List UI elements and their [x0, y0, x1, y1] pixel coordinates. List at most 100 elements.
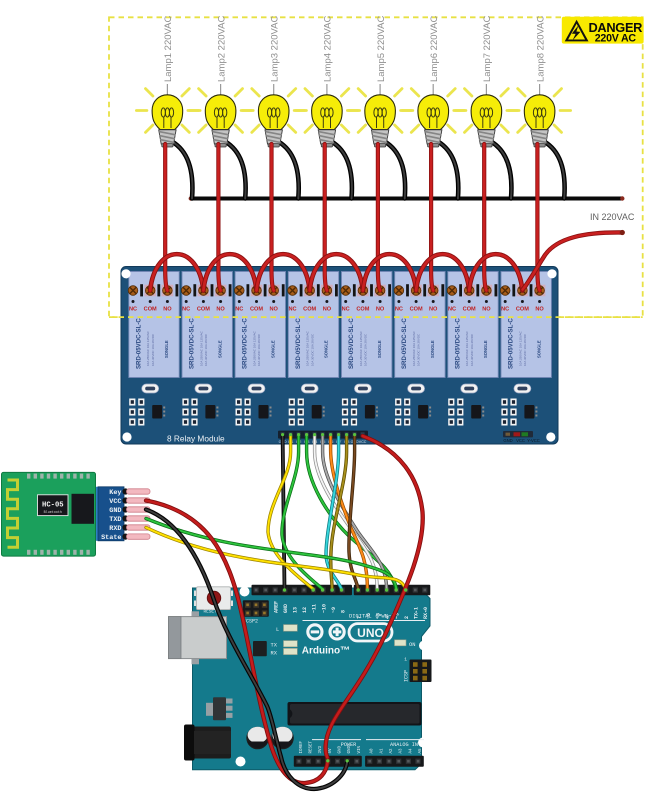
svg-text:10A 30VDC 10A 28VDC: 10A 30VDC 10A 28VDC — [364, 333, 368, 366]
svg-text:A3: A3 — [400, 748, 404, 754]
svg-text:COM: COM — [410, 307, 423, 313]
svg-text:SRD-05VDC-SL-C: SRD-05VDC-SL-C — [135, 318, 142, 369]
svg-text:10A 30VDC 10A 28VDC: 10A 30VDC 10A 28VDC — [523, 333, 527, 366]
svg-text:GND: GND — [348, 745, 352, 753]
svg-text:A4: A4 — [409, 748, 413, 754]
svg-text:VIN: VIN — [358, 745, 362, 753]
svg-text:Y-VCC: Y-VCC — [527, 438, 540, 443]
svg-text:TX: TX — [271, 643, 278, 649]
svg-text:NO: NO — [216, 307, 225, 313]
svg-text:10A 250VAC 10A 125VAC: 10A 250VAC 10A 125VAC — [465, 330, 469, 366]
svg-text:NO: NO — [376, 307, 385, 313]
svg-text:SONGLE: SONGLE — [536, 340, 541, 358]
svg-text:COM: COM — [144, 307, 157, 313]
svg-text:10A 30VDC 10A 28VDC: 10A 30VDC 10A 28VDC — [417, 333, 421, 366]
svg-text:10A 250VAC 10A 125VAC: 10A 250VAC 10A 125VAC — [412, 330, 416, 366]
svg-text:SONGLE: SONGLE — [324, 340, 329, 358]
svg-text:10A 30VDC 10A 28VDC: 10A 30VDC 10A 28VDC — [204, 333, 208, 366]
svg-text:SONGLE: SONGLE — [430, 340, 435, 358]
svg-text:VCC: VCC — [516, 438, 525, 443]
svg-text:SONGLE: SONGLE — [271, 340, 276, 358]
svg-text:COM: COM — [356, 307, 369, 313]
svg-text:NC: NC — [288, 307, 296, 313]
svg-text:IOREF: IOREF — [300, 740, 304, 753]
svg-text:DIGITAL (PWM~): DIGITAL (PWM~) — [349, 614, 394, 620]
svg-text:NO: NO — [429, 307, 438, 313]
svg-text:ON: ON — [409, 642, 415, 648]
svg-text:SONGLE: SONGLE — [164, 340, 169, 358]
svg-text:NC: NC — [129, 307, 137, 313]
svg-text:SRD-05VDC-SL-C: SRD-05VDC-SL-C — [454, 318, 461, 369]
svg-text:220V AC: 220V AC — [595, 33, 637, 45]
svg-text:A0: A0 — [371, 748, 375, 754]
svg-text:GND: GND — [283, 604, 289, 613]
svg-text:NC: NC — [182, 307, 190, 313]
svg-text:10A 30VDC 10A 28VDC: 10A 30VDC 10A 28VDC — [151, 333, 155, 366]
svg-text:NC: NC — [448, 307, 456, 313]
svg-text:AREF: AREF — [273, 601, 279, 613]
svg-text:NO: NO — [163, 307, 172, 313]
svg-text:NC: NC — [501, 307, 509, 313]
svg-text:COM: COM — [516, 307, 529, 313]
svg-text:10A 250VAC 10A 125VAC: 10A 250VAC 10A 125VAC — [199, 330, 203, 366]
svg-text:Lamp5 220VAC: Lamp5 220VAC — [376, 15, 387, 82]
svg-text:NO: NO — [535, 307, 544, 313]
svg-text:Arduino™: Arduino™ — [302, 645, 350, 656]
svg-text:RESET: RESET — [204, 610, 218, 615]
svg-text:RXD: RXD — [109, 525, 121, 533]
svg-text:5V: 5V — [329, 748, 333, 754]
svg-text:SONGLE: SONGLE — [217, 340, 222, 358]
svg-text:1: 1 — [404, 657, 407, 663]
svg-text:Lamp2 220VAC: Lamp2 220VAC — [216, 15, 227, 82]
svg-text:SRD-05VDC-SL-C: SRD-05VDC-SL-C — [295, 318, 302, 369]
svg-text:Lamp1 220VAC: Lamp1 220VAC — [163, 15, 174, 82]
svg-text:~6: ~6 — [366, 613, 372, 619]
svg-text:Lamp8 220VAC: Lamp8 220VAC — [535, 15, 546, 82]
svg-text:Lamp3 220VAC: Lamp3 220VAC — [270, 15, 281, 82]
svg-text:Lamp6 220VAC: Lamp6 220VAC — [429, 15, 440, 82]
svg-text:NC: NC — [395, 307, 403, 313]
svg-text:TX▸1: TX▸1 — [414, 607, 420, 619]
svg-text:A2: A2 — [390, 748, 394, 754]
svg-text:~5: ~5 — [375, 613, 381, 619]
svg-text:SONGLE: SONGLE — [483, 340, 488, 358]
svg-text:10A 250VAC 10A 125VAC: 10A 250VAC 10A 125VAC — [359, 330, 363, 366]
svg-text:SRD-05VDC-SL-C: SRD-05VDC-SL-C — [242, 318, 249, 369]
svg-text:10A 30VDC 10A 28VDC: 10A 30VDC 10A 28VDC — [257, 333, 261, 366]
svg-text:~3: ~3 — [395, 613, 401, 619]
svg-text:RESET: RESET — [310, 740, 314, 753]
svg-text:VCC: VCC — [109, 498, 121, 506]
svg-text:10A 30VDC 10A 28VDC: 10A 30VDC 10A 28VDC — [310, 333, 314, 366]
svg-text:Lamp7 220VAC: Lamp7 220VAC — [482, 15, 493, 82]
svg-text:8: 8 — [340, 610, 346, 613]
svg-text:10A 250VAC 10A 125VAC: 10A 250VAC 10A 125VAC — [518, 330, 522, 366]
svg-text:L: L — [276, 627, 279, 633]
svg-text:POWER: POWER — [341, 742, 357, 748]
svg-text:ANALOG IN: ANALOG IN — [390, 742, 418, 748]
svg-text:7: 7 — [356, 616, 362, 619]
svg-text:ICSP: ICSP — [404, 670, 410, 682]
svg-text:NC: NC — [235, 307, 243, 313]
svg-text:A1: A1 — [380, 748, 384, 754]
svg-text:RX: RX — [271, 651, 278, 657]
svg-text:Lamp4 220VAC: Lamp4 220VAC — [323, 15, 334, 82]
svg-text:10A 250VAC 10A 125VAC: 10A 250VAC 10A 125VAC — [306, 330, 310, 366]
svg-text:8 Relay Module: 8 Relay Module — [167, 434, 225, 444]
svg-text:4: 4 — [385, 616, 391, 619]
svg-text:IN 220VAC: IN 220VAC — [590, 212, 635, 222]
svg-text:RX◂0: RX◂0 — [423, 607, 429, 619]
svg-text:GND: GND — [339, 745, 343, 753]
svg-text:10A 30VDC 10A 28VDC: 10A 30VDC 10A 28VDC — [470, 333, 474, 366]
svg-text:NO: NO — [323, 307, 332, 313]
svg-text:10A 250VAC 10A 125VAC: 10A 250VAC 10A 125VAC — [146, 330, 150, 366]
svg-text:VCC: VCC — [359, 440, 367, 444]
svg-text:3V3: 3V3 — [319, 745, 323, 753]
svg-text:12: 12 — [302, 607, 308, 613]
svg-text:NO: NO — [482, 307, 491, 313]
svg-text:13: 13 — [293, 607, 299, 613]
svg-text:COM: COM — [197, 307, 210, 313]
svg-text:SRD-05VDC-SL-C: SRD-05VDC-SL-C — [401, 318, 408, 369]
svg-text:A5: A5 — [419, 748, 423, 754]
svg-text:NO: NO — [270, 307, 279, 313]
svg-text:HC-05: HC-05 — [42, 502, 64, 510]
